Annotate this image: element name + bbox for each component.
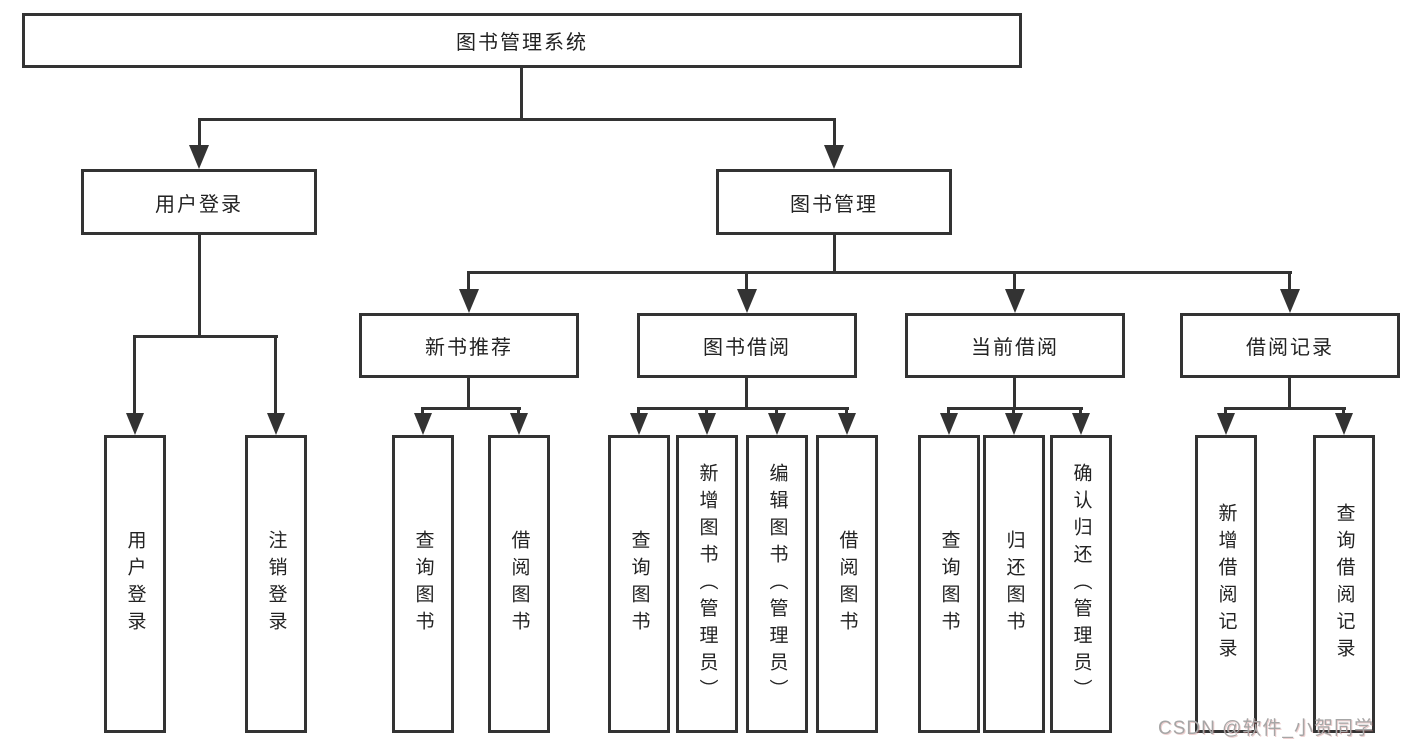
node-current-return-books: 归还图书 [983, 435, 1045, 733]
node-leaf-logout: 注销登录 [245, 435, 307, 733]
node-leaf-user-login-label: 用户登录 [124, 530, 146, 638]
node-current-borrow: 当前借阅 [905, 313, 1125, 378]
node-borrow-borrow-books-label: 借阅图书 [836, 530, 858, 638]
edge-to-leaf-user-login [133, 335, 136, 415]
node-borrow-records: 借阅记录 [1180, 313, 1400, 378]
node-book-borrow: 图书借阅 [637, 313, 857, 378]
node-records-add-record-label: 新增借阅记录 [1215, 503, 1237, 665]
node-root-label: 图书管理系统 [456, 32, 588, 54]
node-leaf-user-login: 用户登录 [104, 435, 166, 733]
arrow-to-cb-query [940, 413, 958, 435]
arrow-to-book-mgmt [824, 145, 844, 169]
edge-to-bb-add [705, 407, 708, 416]
edge-current-borrow-stem [1013, 377, 1016, 410]
node-current-query-books-label: 查询图书 [938, 530, 960, 638]
edge-to-new-book-rec [467, 271, 470, 291]
node-recommend-borrow-books-label: 借阅图书 [508, 530, 530, 638]
node-current-confirm-return: 确认归还（管理员） [1050, 435, 1112, 733]
edge-to-bb-query [637, 407, 640, 416]
node-book-management-label: 图书管理 [790, 193, 878, 216]
node-borrow-query-books-label: 查询图书 [628, 530, 650, 638]
node-borrow-add-books-label: 新增图书（管理员） [696, 462, 718, 706]
arrow-to-cb-return [1005, 413, 1023, 435]
arrow-to-bb-edit [768, 413, 786, 435]
node-borrow-edit-books-label: 编辑图书（管理员） [766, 462, 788, 706]
edge-user-login-stem [198, 234, 201, 337]
node-current-confirm-return-label: 确认归还（管理员） [1070, 462, 1092, 706]
node-current-borrow-label: 当前借阅 [971, 337, 1059, 359]
edge-root-to-user-login [198, 118, 201, 148]
node-borrow-add-books: 新增图书（管理员） [676, 435, 738, 733]
arrow-to-leaf-logout [267, 413, 285, 435]
edge-book-mgmt-branch [467, 271, 1292, 274]
edge-to-leaf-logout [274, 335, 277, 415]
node-book-management: 图书管理 [716, 169, 952, 235]
arrow-to-rec-query [414, 413, 432, 435]
arrow-to-current-borrow [1005, 289, 1025, 313]
node-records-query-record: 查询借阅记录 [1313, 435, 1375, 733]
arrow-to-br-query [1335, 413, 1353, 435]
node-leaf-logout-label: 注销登录 [265, 530, 287, 638]
edge-root-stem [520, 67, 523, 120]
node-user-login-label: 用户登录 [155, 193, 243, 216]
edge-to-cb-return [1012, 407, 1015, 416]
edge-book-borrow-stem [745, 377, 748, 410]
edge-to-bb-edit [775, 407, 778, 416]
arrow-to-book-borrow [737, 289, 757, 313]
arrow-to-cb-confirm [1072, 413, 1090, 435]
node-borrow-borrow-books: 借阅图书 [816, 435, 878, 733]
arrow-to-rec-borrow [510, 413, 528, 435]
node-book-borrow-label: 图书借阅 [703, 337, 791, 359]
edge-user-login-branch [133, 335, 278, 338]
node-borrow-query-books: 查询图书 [608, 435, 670, 733]
node-borrow-records-label: 借阅记录 [1246, 337, 1334, 359]
arrow-to-bb-borrow [838, 413, 856, 435]
node-root: 图书管理系统 [22, 13, 1022, 68]
node-new-book-recommend: 新书推荐 [359, 313, 579, 378]
edge-to-book-borrow [745, 271, 748, 291]
arrow-to-new-book-rec [459, 289, 479, 313]
edge-book-borrow-branch [637, 407, 849, 410]
node-recommend-borrow-books: 借阅图书 [488, 435, 550, 733]
edge-to-current-borrow [1013, 271, 1016, 291]
edge-new-book-rec-stem [467, 377, 470, 410]
arrow-to-leaf-user-login [126, 413, 144, 435]
node-recommend-query-books: 查询图书 [392, 435, 454, 733]
arrow-to-bb-add [698, 413, 716, 435]
edge-root-branch [198, 118, 836, 121]
edge-borrow-records-stem [1288, 377, 1291, 410]
csdn-watermark: CSDN @软件_小贺同学 [1158, 718, 1374, 739]
edge-to-rec-borrow [517, 407, 520, 416]
node-records-query-record-label: 查询借阅记录 [1333, 503, 1355, 665]
arrow-to-br-add [1217, 413, 1235, 435]
edge-book-mgmt-stem [833, 234, 836, 273]
edge-to-bb-borrow [845, 407, 848, 416]
arrow-to-bb-query [630, 413, 648, 435]
node-recommend-query-books-label: 查询图书 [412, 530, 434, 638]
edge-borrow-records-branch [1224, 407, 1346, 410]
arrow-to-borrow-records [1280, 289, 1300, 313]
edge-to-borrow-records [1288, 271, 1291, 291]
node-current-query-books: 查询图书 [918, 435, 980, 733]
node-current-return-books-label: 归还图书 [1003, 530, 1025, 638]
node-new-book-recommend-label: 新书推荐 [425, 337, 513, 359]
edge-to-cb-query [947, 407, 950, 416]
node-borrow-edit-books: 编辑图书（管理员） [746, 435, 808, 733]
edge-to-br-add [1224, 407, 1227, 416]
edge-root-to-book-mgmt [833, 118, 836, 148]
edge-to-cb-confirm [1079, 407, 1082, 416]
edge-to-br-query [1342, 407, 1345, 416]
edge-new-book-rec-branch [421, 407, 521, 410]
arrow-to-user-login [189, 145, 209, 169]
node-records-add-record: 新增借阅记录 [1195, 435, 1257, 733]
node-user-login: 用户登录 [81, 169, 317, 235]
edge-to-rec-query [421, 407, 424, 416]
edge-current-borrow-branch [947, 407, 1083, 410]
